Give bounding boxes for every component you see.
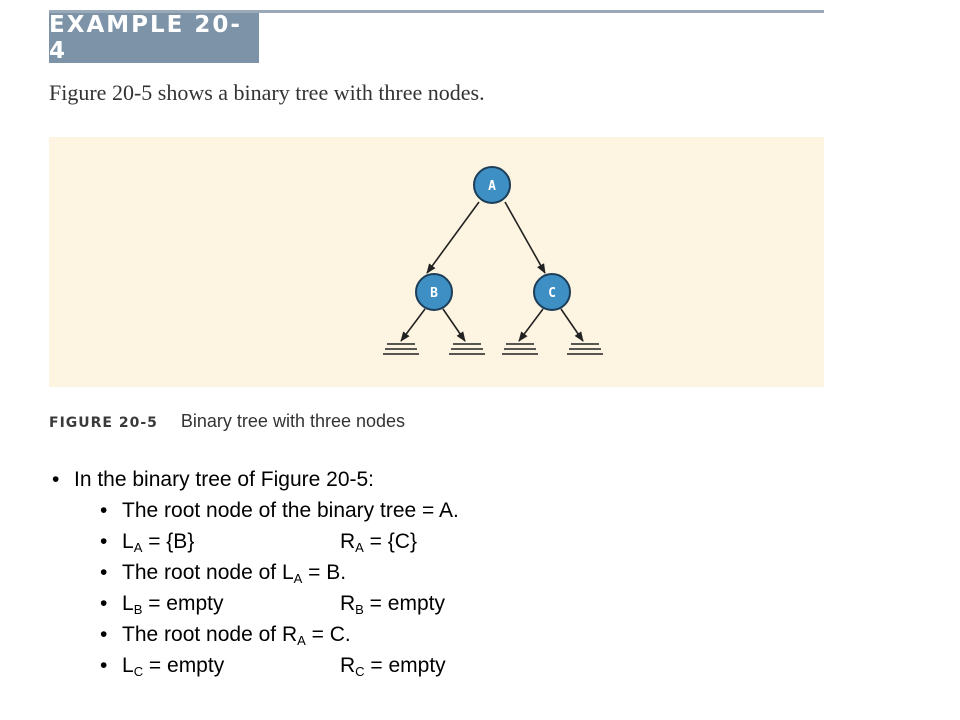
tree-node-a: A (473, 166, 511, 204)
bullet-lc-rc: •LC = empty RC = empty (52, 650, 459, 681)
rc-term: RC = empty (340, 654, 446, 679)
edge-b-null-left (400, 308, 426, 342)
figure-caption: FIGURE 20-5 Binary tree with three nodes (49, 411, 405, 432)
tree-node-b-label: B (430, 286, 438, 301)
bullet-lb-rb: •LB = empty RB = empty (52, 588, 459, 619)
example-label: EXAMPLE 20-4 (49, 12, 242, 64)
binary-tree-diagram: A B C (383, 166, 603, 355)
bullet-root-of-la: •The root node of LA = B. (100, 561, 347, 586)
tree-node-c: C (533, 273, 571, 311)
tree-node-a-label: A (488, 179, 496, 194)
ra-term: RA = {C} (340, 530, 417, 555)
figure-caption-text: Binary tree with three nodes (180, 411, 406, 431)
lb-term: LB = empty (122, 592, 224, 617)
edge-c-null-left (518, 308, 544, 342)
bullet-root-of-ra: •The root node of RA = C. (100, 623, 351, 648)
tree-node-c-label: C (548, 286, 556, 301)
bullet-heading: •In the binary tree of Figure 20-5: (52, 468, 374, 491)
edge-a-c (504, 201, 546, 274)
intro-text: Figure 20-5 shows a binary tree with thr… (49, 80, 485, 105)
lc-term: LC = empty (122, 654, 225, 679)
edge-c-null-right (560, 308, 584, 342)
edge-b-null-right (442, 308, 466, 342)
example-header: EXAMPLE 20-4 (49, 12, 259, 64)
bullet-list: •In the binary tree of Figure 20-5: •The… (52, 464, 459, 681)
null-symbol-c-right (567, 343, 603, 355)
la-term: LA = {B} (122, 530, 195, 555)
edge-a-b (426, 201, 480, 274)
null-symbol-b-right (449, 343, 485, 355)
top-rule (49, 10, 824, 13)
bullet-root-node: •The root node of the binary tree = A. (100, 499, 459, 522)
figure-number: FIGURE 20-5 (49, 415, 158, 431)
figure-panel: A B C (49, 137, 824, 387)
rb-term: RB = empty (340, 592, 445, 617)
null-symbol-c-left (502, 343, 538, 355)
null-symbol-b-left (383, 343, 419, 355)
bullet-la-ra: •LA = {B} RA = {C} (52, 526, 459, 557)
tree-node-b: B (415, 273, 453, 311)
